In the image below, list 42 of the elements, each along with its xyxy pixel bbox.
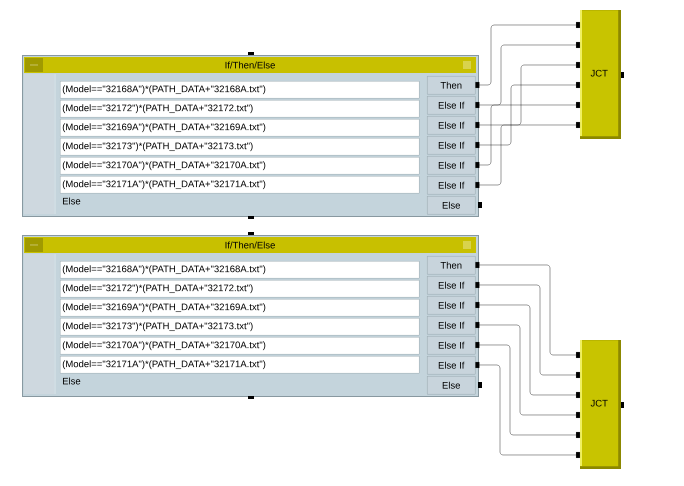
output-button: Else If (427, 356, 476, 374)
expression-field: (Model=="32168A")*(PATH_DATA+"32168A.txt") (60, 261, 420, 278)
expression-field: (Model=="32171A")*(PATH_DATA+"32171A.txt") (60, 356, 420, 374)
junction-block: JCT (580, 340, 621, 469)
expression-field: (Model=="32168A")*(PATH_DATA+"32168A.txt") (60, 81, 420, 98)
wire (475, 102, 580, 168)
expression-field: (Model=="32172")*(PATH_DATA+"32172.txt") (60, 280, 420, 298)
expression-field: (Model=="32173")*(PATH_DATA+"32173.txt") (60, 318, 420, 336)
expression-field: (Model=="32169A")*(PATH_DATA+"32169A.txt") (60, 119, 420, 136)
output-button: Else If (427, 336, 476, 354)
else-label: Else (63, 198, 80, 204)
wire (475, 262, 580, 358)
output-button: Then (427, 256, 476, 274)
wire (475, 282, 580, 378)
output-button: Else If (427, 276, 476, 294)
output-button: Else If (427, 176, 476, 194)
expression-field: (Model=="32172")*(PATH_DATA+"32172.txt") (60, 100, 420, 118)
expression-field: (Model=="32170A")*(PATH_DATA+"32170A.txt") (60, 337, 420, 354)
wire (475, 62, 580, 128)
output-button: Else If (427, 116, 476, 134)
output-button: Else If (427, 96, 476, 114)
wire (475, 362, 580, 458)
wire (475, 22, 580, 88)
output-button: Else If (427, 296, 476, 314)
wire (475, 42, 580, 108)
output-button: Else (427, 196, 476, 214)
wire (475, 82, 580, 148)
output-button: Else If (427, 316, 476, 334)
expression-field: (Model=="32169A")*(PATH_DATA+"32169A.txt") (60, 299, 420, 316)
wire (475, 322, 580, 418)
expression-field: (Model=="32170A")*(PATH_DATA+"32170A.txt") (60, 157, 420, 174)
output-button: Else (427, 376, 476, 394)
output-button: Else If (427, 136, 476, 154)
junction-block: JCT (580, 10, 621, 139)
output-button: Then (427, 76, 476, 94)
wire (475, 342, 580, 438)
expression-field: (Model=="32171A")*(PATH_DATA+"32171A.txt") (60, 176, 420, 194)
expression-field: (Model=="32173")*(PATH_DATA+"32173.txt") (60, 138, 420, 156)
else-label: Else (63, 378, 80, 384)
wire (475, 122, 580, 188)
output-button: Else If (427, 156, 476, 174)
wire (475, 302, 580, 398)
